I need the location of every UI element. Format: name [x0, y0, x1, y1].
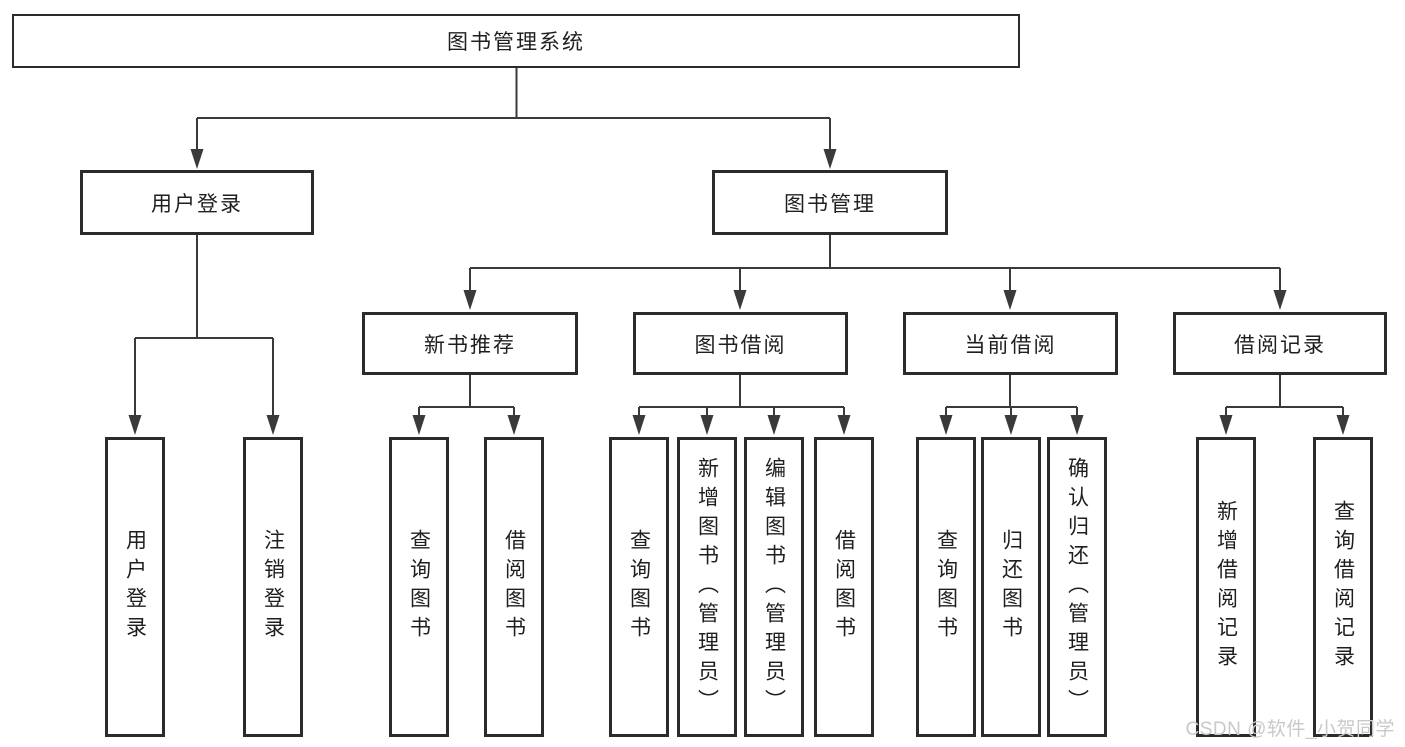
node-book-borrow: 图书借阅: [633, 312, 848, 375]
node-user-login: 用户登录: [105, 437, 165, 737]
node-new-book-recommend: 新书推荐: [362, 312, 578, 375]
node-current-borrow: 当前借阅: [903, 312, 1118, 375]
node-borrow-books: 借阅图书: [814, 437, 874, 737]
csdn-watermark: CSDN @软件_小贺同学: [1185, 719, 1395, 740]
node-user-login-branch: 用户登录: [80, 170, 314, 235]
node-query-books-borrow: 查询图书: [609, 437, 669, 737]
node-add-book-admin: 新增图书（管理员）: [677, 437, 737, 737]
node-logout: 注销登录: [243, 437, 303, 737]
connector-arrowheads: [128, 149, 1350, 435]
node-query-books-recommend: 查询图书: [389, 437, 449, 737]
node-book-management-branch: 图书管理: [712, 170, 948, 235]
node-query-books-current: 查询图书: [916, 437, 976, 737]
node-confirm-return-admin: 确认归还（管理员）: [1047, 437, 1107, 737]
node-edit-book-admin: 编辑图书（管理员）: [744, 437, 804, 737]
node-return-book: 归还图书: [981, 437, 1041, 737]
node-borrow-records: 借阅记录: [1173, 312, 1387, 375]
node-borrow-books-recommend: 借阅图书: [484, 437, 544, 737]
node-library-management-system: 图书管理系统: [12, 14, 1020, 68]
node-add-borrow-record: 新增借阅记录: [1196, 437, 1256, 737]
node-query-borrow-record: 查询借阅记录: [1313, 437, 1373, 737]
